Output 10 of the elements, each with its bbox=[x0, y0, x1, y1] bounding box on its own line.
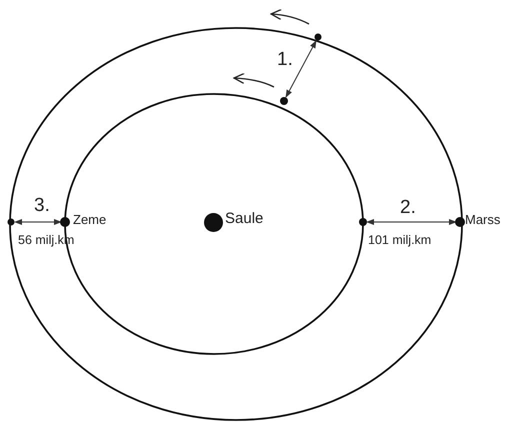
sun-circle bbox=[204, 213, 223, 232]
planet-name: Saule bbox=[225, 211, 264, 226]
planet-name: Zeme bbox=[73, 213, 106, 226]
planet-dot bbox=[455, 217, 465, 227]
planet-dot bbox=[60, 217, 70, 227]
distance-label: 101 milj.km bbox=[368, 234, 432, 246]
planet-name: Marss bbox=[465, 213, 500, 226]
callout-number: 2. bbox=[400, 198, 416, 217]
callout-number: 3. bbox=[34, 196, 50, 215]
callout-number: 1. bbox=[277, 50, 293, 69]
